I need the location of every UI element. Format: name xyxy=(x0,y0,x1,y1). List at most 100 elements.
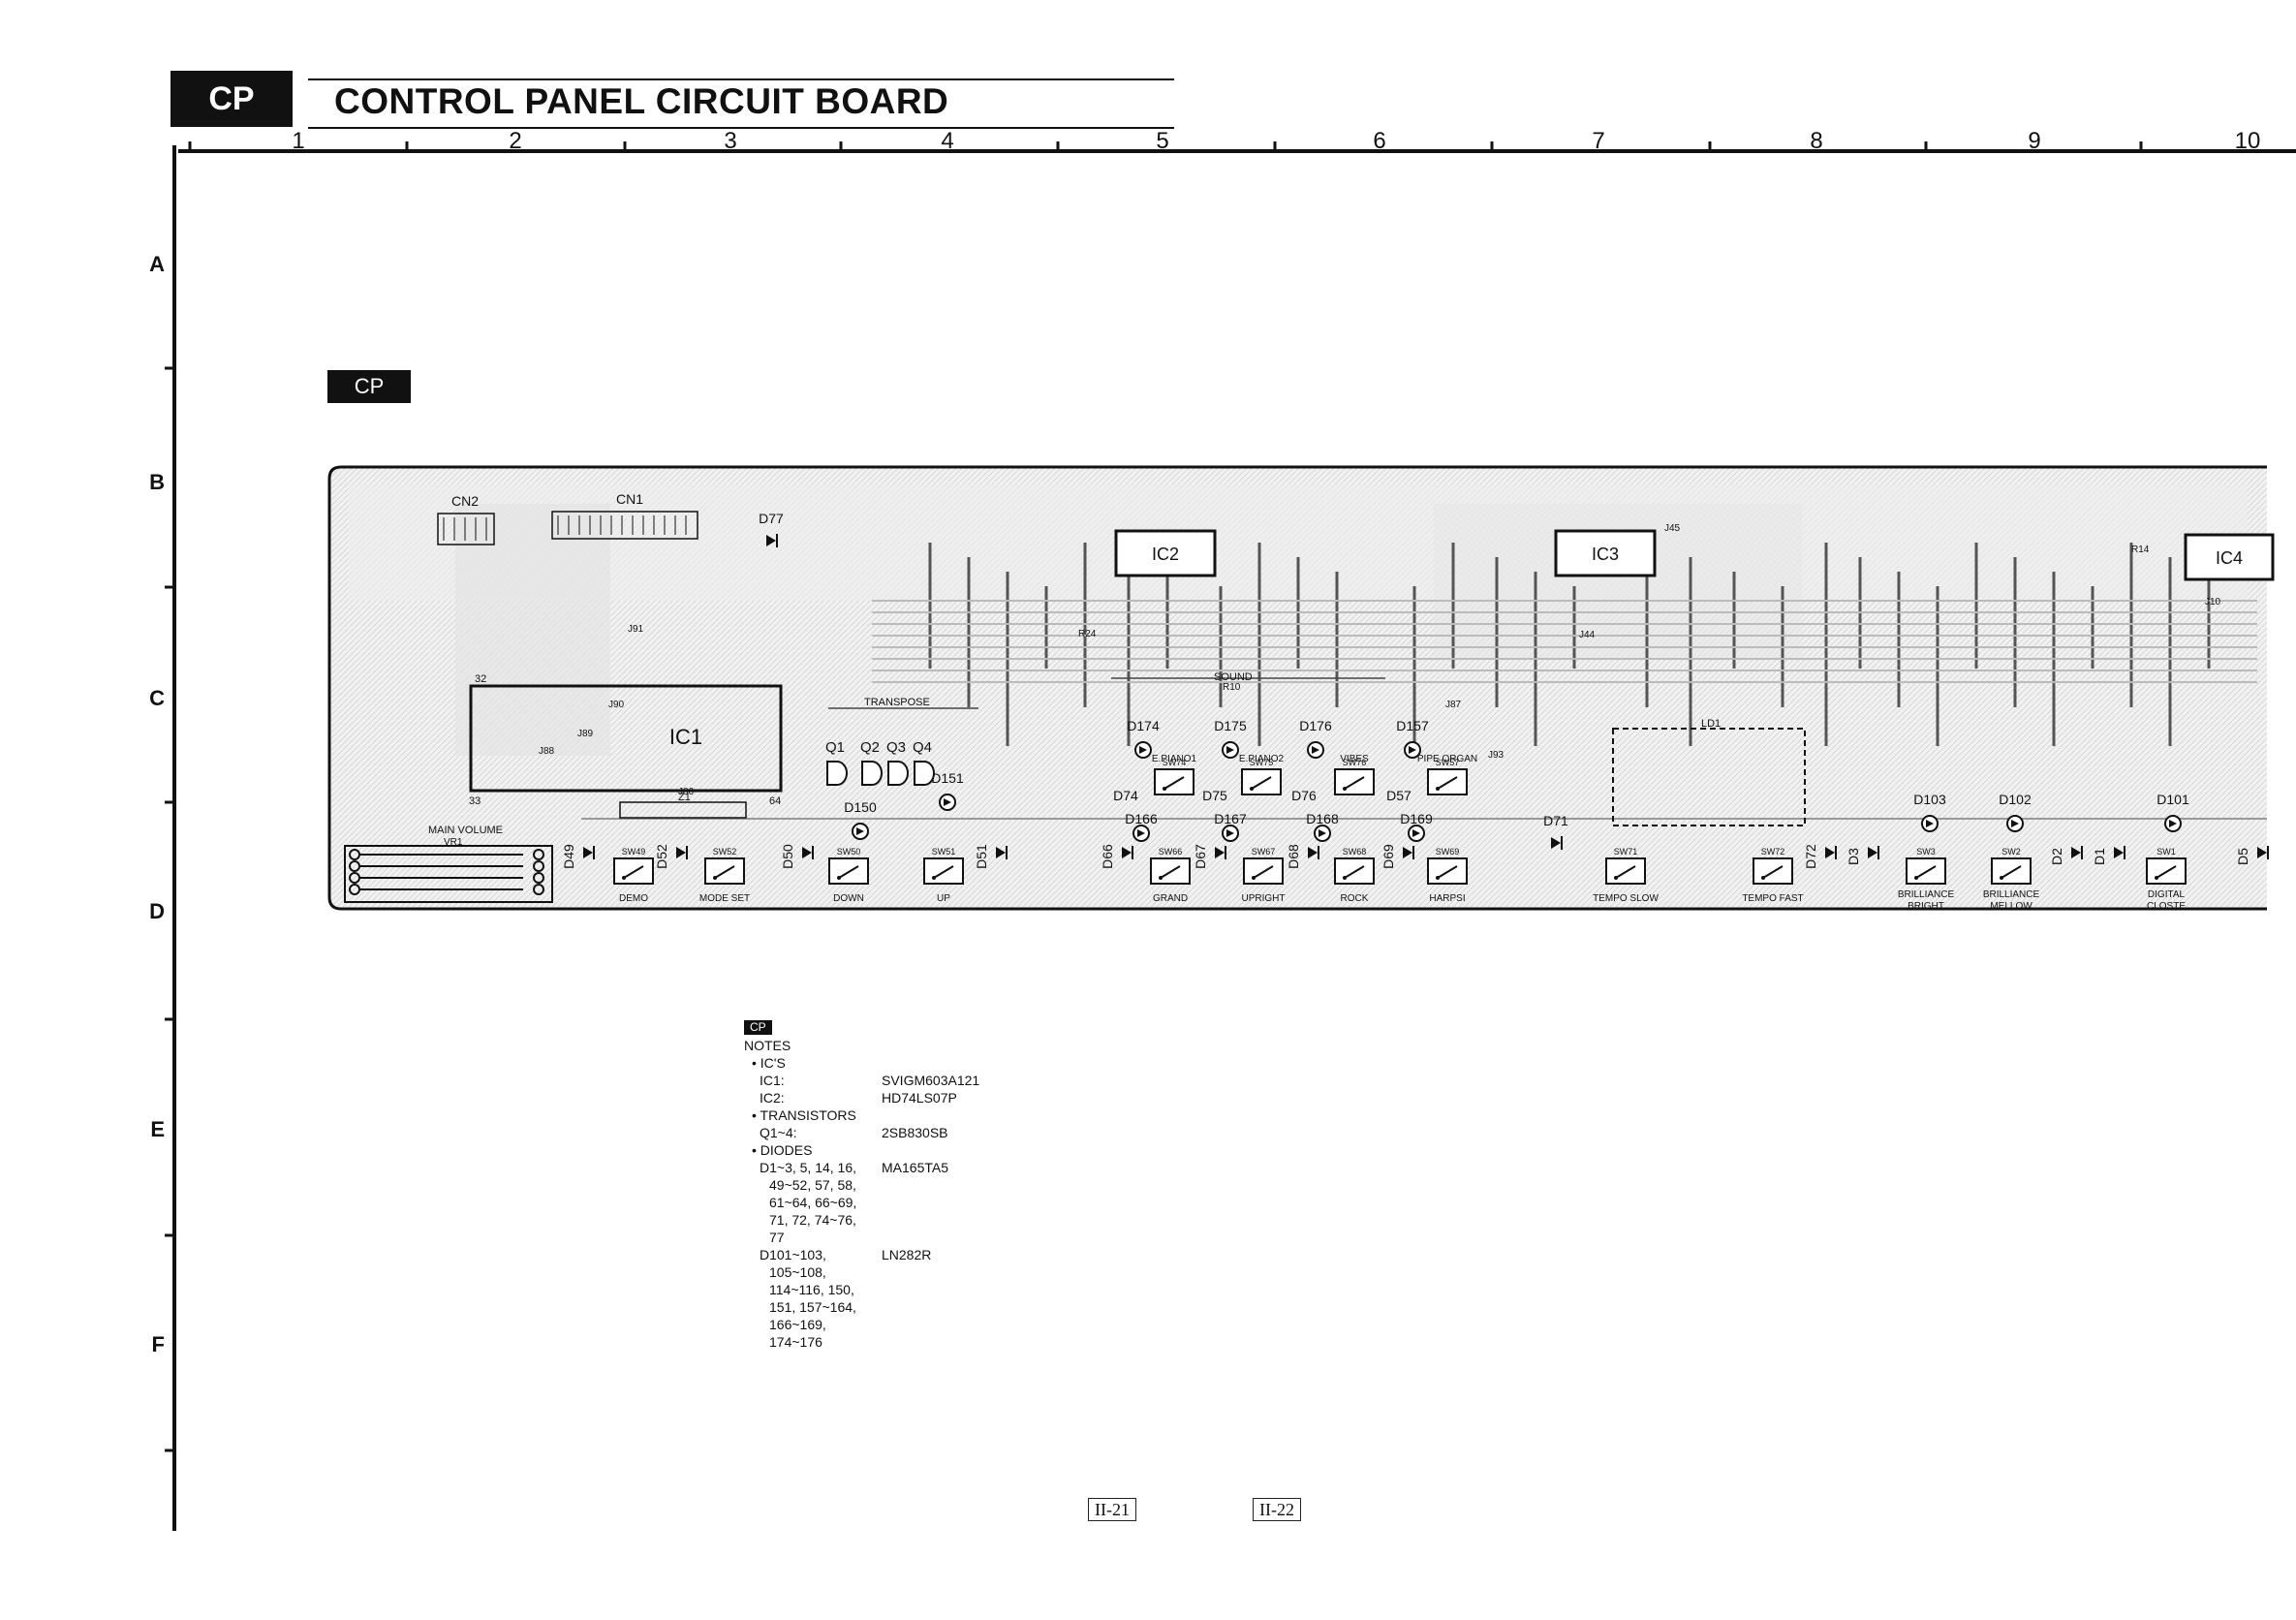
page-number-right: II-22 xyxy=(1253,1498,1301,1521)
sw68-switch: SW68 xyxy=(1334,847,1375,885)
notes-item-continuation: 49~52, 57, 58, xyxy=(769,1177,856,1193)
notes-item-value: HD74LS07P xyxy=(882,1090,957,1106)
sw49-switch: SW49 xyxy=(613,847,654,885)
column-label-4: 4 xyxy=(941,128,953,154)
d71-diode xyxy=(1551,836,1563,850)
d49-diode xyxy=(583,846,595,859)
sw72-id: SW72 xyxy=(1761,847,1785,857)
column-label-3: 3 xyxy=(724,128,736,154)
part-label-j93: J93 xyxy=(1488,750,1505,761)
d167-led xyxy=(1222,825,1239,842)
notes-item: D101~103, LN282R xyxy=(744,1246,1035,1263)
section-label-4: LD1 xyxy=(1701,718,1721,730)
diode-label-d52: D52 xyxy=(654,844,669,869)
column-label-8: 8 xyxy=(1810,128,1822,154)
diode-label-d151: D151 xyxy=(931,770,964,786)
sw3-label-line2: BRIGHT xyxy=(1908,901,1944,912)
page-number-left: II-21 xyxy=(1088,1498,1136,1521)
d66-diode xyxy=(1122,846,1133,859)
d50-diode xyxy=(802,846,814,859)
diode-label-d68: D68 xyxy=(1286,844,1301,869)
part-label-j90: J90 xyxy=(608,700,625,710)
sw66-switch: SW66 xyxy=(1150,847,1191,885)
d175-led xyxy=(1222,741,1239,759)
diode-label-d5: D5 xyxy=(2235,848,2250,865)
part-label-r24: R24 xyxy=(1078,629,1097,639)
row-label-F: F xyxy=(152,1332,165,1356)
sw71-switch: SW71 xyxy=(1605,847,1646,885)
transistor-q3 xyxy=(887,761,909,786)
part-label-j44: J44 xyxy=(1579,630,1596,640)
sw2-label-line1: BRILLIANCE xyxy=(1983,889,2040,900)
d3-diode xyxy=(1868,846,1879,859)
diode-label-d150: D150 xyxy=(844,799,877,815)
svg-text:32: 32 xyxy=(475,673,486,685)
ic4-label: IC4 xyxy=(2216,548,2243,568)
diode-label-d66: D66 xyxy=(1100,844,1115,869)
d69-diode xyxy=(1403,846,1414,859)
notes-item: IC2: HD74LS07P xyxy=(744,1089,1035,1106)
notes-item-continuation: 151, 157~164, xyxy=(769,1299,856,1315)
d51-diode xyxy=(996,846,1008,859)
d101-led xyxy=(2164,815,2182,832)
notes-item-continuation: 61~64, 66~69, xyxy=(769,1195,857,1210)
notes-heading: NOTES xyxy=(744,1038,791,1053)
notes-item-continuation: 114~116, 150, xyxy=(769,1282,854,1297)
d166-led xyxy=(1132,825,1150,842)
sw51-id: SW51 xyxy=(932,847,956,857)
part-label-r10: R10 xyxy=(1223,682,1241,693)
notes-item-value: SVIGM603A121 xyxy=(882,1073,980,1088)
diode-label-d50: D50 xyxy=(780,844,795,869)
sw2-switch: SW2 xyxy=(1991,847,2032,885)
ic4-outline xyxy=(2184,533,2275,581)
cn2-label: CN2 xyxy=(451,493,479,509)
sw71-id: SW71 xyxy=(1614,847,1638,857)
sw51-switch: SW51 xyxy=(923,847,964,885)
notes-item-value: MA165TA5 xyxy=(882,1160,948,1175)
diode-label-d157: D157 xyxy=(1396,718,1429,733)
column-label-5: 5 xyxy=(1156,128,1168,154)
sw52-id: SW52 xyxy=(713,847,737,857)
sw69-switch: SW69 xyxy=(1427,847,1468,885)
part-label-j45: J45 xyxy=(1664,523,1681,534)
diode-label-d51: D51 xyxy=(974,844,989,869)
sw1-switch: SW1 xyxy=(2146,847,2187,885)
notes-item-continuation: 71, 72, 74~76, xyxy=(769,1212,856,1228)
diode-label-d168: D168 xyxy=(1306,811,1339,826)
diode-label-d75: D75 xyxy=(1202,788,1227,803)
part-label-j89: J89 xyxy=(577,729,594,739)
transistor-label-q3: Q3 xyxy=(886,739,906,756)
sw76-id: SW76 xyxy=(1343,758,1367,767)
notes-item-value: LN282R xyxy=(882,1247,932,1262)
sw71-label: TEMPO SLOW xyxy=(1593,893,1659,904)
part-label-r14: R14 xyxy=(2131,545,2150,555)
column-label-9: 9 xyxy=(2028,128,2040,154)
sw49-id: SW49 xyxy=(622,847,646,857)
notes-section-title: • IC'S xyxy=(752,1055,786,1071)
notes-item-key: D101~103, xyxy=(760,1247,826,1262)
diode-label-d166: D166 xyxy=(1125,811,1158,826)
transistor-label-q1: Q1 xyxy=(825,739,845,756)
diode-label-d167: D167 xyxy=(1214,811,1247,826)
diode-label-d101: D101 xyxy=(2156,792,2189,807)
d150-led xyxy=(852,823,869,840)
notes-item-key: IC2: xyxy=(760,1090,785,1106)
d176-led xyxy=(1307,741,1324,759)
sw74-label: E.PIANO1 xyxy=(1152,754,1197,764)
part-label-j88: J88 xyxy=(539,746,555,757)
notes-section-title: • DIODES xyxy=(752,1142,813,1158)
sw2-label-line2: MELLOW xyxy=(1990,901,2032,912)
diode-label-d72: D72 xyxy=(1803,844,1818,869)
diode-label-d71: D71 xyxy=(1543,813,1568,828)
svg-text:64: 64 xyxy=(769,795,781,807)
transistor-label-q2: Q2 xyxy=(860,739,880,756)
sw66-id: SW66 xyxy=(1159,847,1183,857)
d2-diode xyxy=(2071,846,2083,859)
d67-diode xyxy=(1215,846,1226,859)
